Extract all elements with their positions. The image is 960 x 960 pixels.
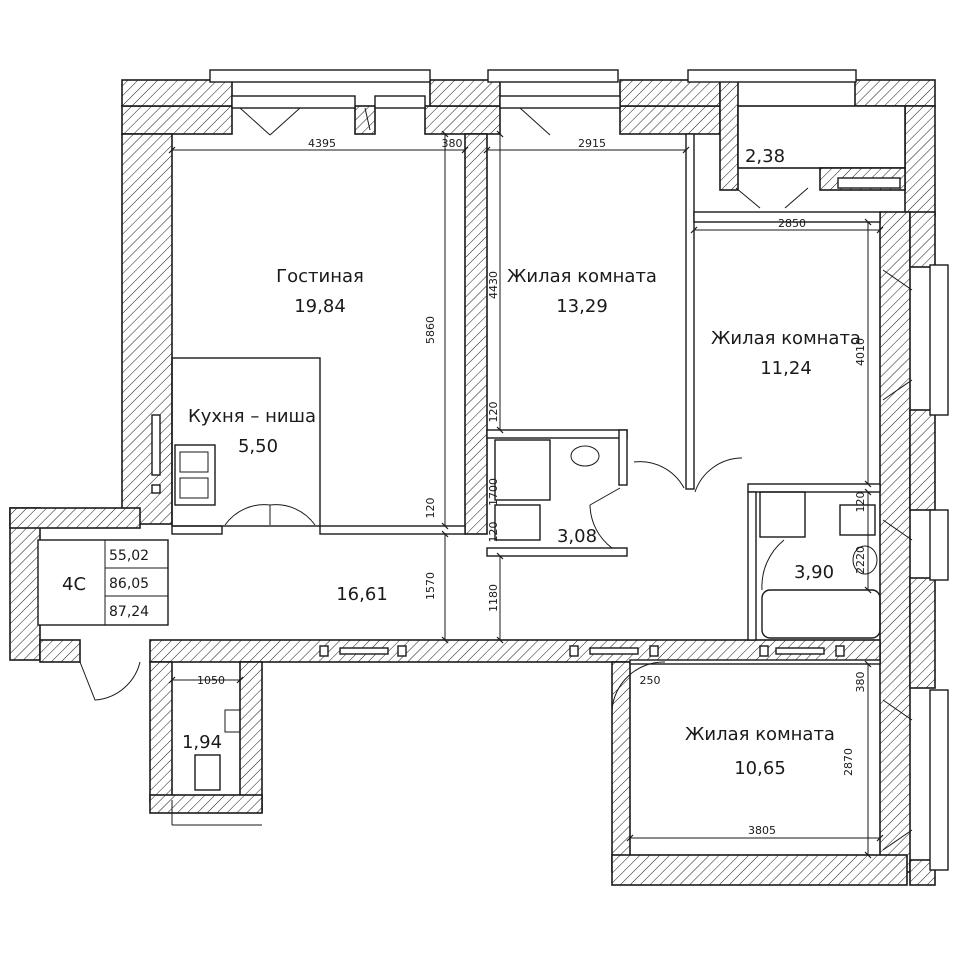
- dimension-labels: 4395 380 2915 2850 5860 4430 4010 120 12…: [197, 137, 867, 837]
- window-sill-3: [499, 95, 621, 109]
- window-right-1: [929, 264, 949, 416]
- dim-4430: 4430: [487, 271, 500, 299]
- washer-icon: [759, 491, 806, 538]
- living-room-name: Гостиная: [276, 266, 364, 287]
- legend: 4С 55,02 86,05 87,24: [37, 539, 169, 626]
- dim-2870: 2870: [842, 748, 855, 776]
- dim-1700: 1700: [487, 478, 500, 506]
- washbasin-icon: [570, 445, 600, 467]
- windows: [209, 69, 949, 871]
- dim-380-top: 380: [442, 137, 463, 150]
- dim-120-b: 120: [424, 498, 437, 519]
- balcony-window: [837, 177, 901, 189]
- legend-value-3: 87,24: [109, 604, 149, 620]
- bedroom2-name: Жилая комната: [711, 328, 861, 349]
- living-room-area: 19,84: [294, 296, 346, 317]
- window-sill-1: [231, 95, 356, 109]
- dim-3805: 3805: [748, 824, 776, 837]
- dim-250: 250: [640, 674, 661, 687]
- dim-2850: 2850: [778, 217, 806, 230]
- dim-1180: 1180: [487, 584, 500, 612]
- window-bedroom1: [487, 69, 619, 83]
- toilet-icon: [494, 504, 541, 541]
- bedroom3-name: Жилая комната: [685, 724, 835, 745]
- legend-value-2: 86,05: [109, 576, 149, 592]
- bedroom1-name: Жилая комната: [507, 266, 657, 287]
- dim-2220: 2220: [854, 546, 867, 574]
- dim-1050: 1050: [197, 674, 225, 687]
- bath2-area: 3,90: [794, 562, 834, 583]
- outer-walls: [9, 79, 936, 886]
- wc-area: 1,94: [182, 732, 222, 753]
- dim-120-d: 120: [854, 492, 867, 513]
- window-right-3: [929, 689, 949, 871]
- dim-2915: 2915: [578, 137, 606, 150]
- wc-toilet-icon: [194, 754, 221, 791]
- dim-120-a: 120: [487, 402, 500, 423]
- interior-walls: [151, 133, 881, 665]
- dim-1570: 1570: [424, 572, 437, 600]
- window-right-2: [929, 509, 949, 581]
- dim-5860: 5860: [424, 316, 437, 344]
- toilet2-icon: [839, 504, 876, 536]
- dim-120-c: 120: [487, 522, 500, 543]
- window-balcony: [687, 69, 857, 83]
- dim-4395: 4395: [308, 137, 336, 150]
- window-sill-2: [374, 95, 426, 109]
- dimension-lines: [168, 130, 884, 859]
- dim-4010: 4010: [854, 338, 867, 366]
- bedroom2-area: 11,24: [760, 358, 812, 379]
- bedroom1-area: 13,29: [556, 296, 608, 317]
- room-labels: Гостиная 19,84 Жилая комната 13,29 Жилая…: [182, 146, 861, 779]
- hall-area: 16,61: [336, 584, 388, 605]
- bathtub-icon: [494, 439, 551, 501]
- kitchen-name: Кухня – ниша: [188, 406, 316, 427]
- dim-380-right: 380: [854, 672, 867, 693]
- legend-code: 4С: [62, 574, 86, 595]
- legend-value-1: 55,02: [109, 548, 149, 564]
- doors: [79, 107, 913, 851]
- window-living: [209, 69, 431, 83]
- sink-icon: [174, 444, 216, 506]
- bath1-area: 3,08: [557, 526, 597, 547]
- kitchen-area: 5,50: [238, 436, 278, 457]
- bedroom3-area: 10,65: [734, 758, 786, 779]
- kitchen-niche: [171, 357, 321, 527]
- wc-sink-icon: [224, 709, 241, 733]
- bathtub2-icon: [761, 589, 881, 639]
- balcony-area: 2,38: [745, 146, 785, 167]
- parapet-left: [121, 79, 233, 107]
